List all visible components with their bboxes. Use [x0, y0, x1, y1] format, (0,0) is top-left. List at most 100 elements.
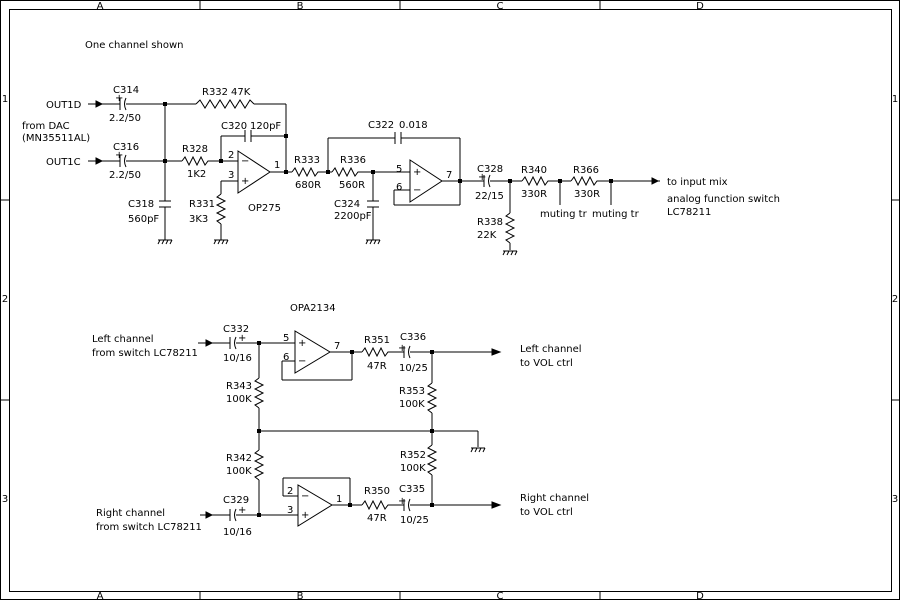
right-in-label-2: from switch LC78211 — [96, 522, 202, 533]
row-label-3-left: 3 — [2, 494, 8, 505]
from-dac-label: from DAC — [22, 121, 70, 132]
r336-value: 560R — [339, 180, 365, 191]
col-label-b-top: B — [297, 1, 304, 12]
c332-plus: + — [238, 333, 246, 344]
c328-value: 22/15 — [475, 191, 504, 202]
opa2134-ref: OPA2134 — [290, 303, 336, 314]
opL-plus: + — [298, 338, 306, 349]
c318-ref: C318 — [128, 199, 154, 210]
capacitor-c336 — [403, 345, 411, 359]
to-input-mix-label: to input mix — [667, 177, 728, 188]
col-label-b-bottom: B — [297, 591, 304, 600]
row-label-2-right: 2 — [892, 294, 898, 305]
r338-value: 22K — [477, 230, 497, 241]
col-label-d-bottom: D — [696, 591, 704, 600]
resistor-r333 — [291, 166, 320, 178]
junction-dot — [430, 503, 434, 507]
junction-dot — [371, 170, 375, 174]
resistor-r353 — [426, 382, 438, 414]
resistor-r343 — [253, 377, 265, 409]
ground-c318 — [157, 239, 173, 245]
row-label-2-left: 2 — [2, 294, 8, 305]
opR-minus: − — [301, 491, 309, 502]
ground-r331 — [213, 239, 229, 245]
c335-plus: + — [398, 496, 406, 507]
r343-value: 100K — [226, 394, 252, 405]
resistor-r332 — [195, 99, 255, 109]
junction-dot — [163, 159, 167, 163]
c328-plus: + — [478, 172, 486, 183]
c335-value: 10/25 — [400, 515, 429, 526]
r352-value: 100K — [400, 463, 426, 474]
col-label-d-top: D — [696, 1, 704, 12]
op2-minus: − — [413, 185, 421, 196]
c320-ref: C320 — [221, 121, 247, 132]
opR-pin-noninv: 3 — [287, 505, 293, 516]
c329-plus: + — [238, 505, 246, 516]
opL-pin-out: 7 — [334, 341, 340, 352]
opL-pin-inv: 6 — [283, 352, 289, 363]
resistor-r350 — [361, 499, 390, 511]
r333-value: 680R — [295, 180, 321, 191]
row-label-1-left: 1 — [2, 94, 8, 105]
junction-dot — [257, 429, 261, 433]
r340-value: 330R — [521, 189, 547, 200]
r332-ref: R332 — [202, 87, 228, 98]
row-label-3-right: 3 — [892, 494, 898, 505]
dac-part-label: (MN35511AL) — [22, 133, 90, 144]
c316-value: 2.2/50 — [109, 170, 141, 181]
op275-minus: − — [241, 156, 249, 167]
header-note: One channel shown — [85, 40, 183, 51]
junction-dot — [558, 179, 562, 183]
capacitor-c328 — [483, 174, 491, 188]
upper-wiring — [88, 100, 660, 250]
ground-mid-rail — [470, 447, 486, 453]
capacitor-c318 — [159, 200, 171, 208]
capacitor-c324 — [367, 200, 379, 208]
r336-ref: R336 — [340, 155, 366, 166]
op2-plus: + — [413, 167, 421, 178]
r328-ref: R328 — [182, 144, 208, 155]
junction-dot — [326, 170, 330, 174]
junction-dot — [284, 134, 288, 138]
opamp-opa2134-right — [297, 484, 333, 527]
junction-dot — [257, 513, 261, 517]
junction-dot — [284, 170, 288, 174]
ground-r338 — [502, 250, 518, 256]
right-in-label-1: Right channel — [96, 508, 165, 519]
op275-pin-out: 1 — [274, 160, 280, 171]
c322-ref: C322 — [368, 120, 394, 131]
resistor-r328 — [181, 155, 210, 167]
opamp-op275 — [237, 150, 271, 194]
c329-value: 10/16 — [223, 527, 252, 538]
left-in-label-2: from switch LC78211 — [92, 348, 198, 359]
left-out-label-1: Left channel — [520, 344, 582, 355]
junction-dot — [430, 429, 434, 433]
analog-switch-label: analog function switch — [667, 194, 780, 205]
opL-pin-noninv: 5 — [283, 333, 289, 344]
muting-tr-label-1: muting tr — [540, 209, 588, 220]
resistor-r351 — [361, 346, 390, 358]
opamp-second-stage — [409, 159, 443, 203]
c314-plus: + — [115, 93, 123, 104]
col-label-c-bottom: C — [497, 591, 504, 600]
op2-pin-noninv: 5 — [396, 164, 402, 175]
junction-dot — [219, 159, 223, 163]
capacitor-c322 — [394, 132, 402, 144]
c336-value: 10/25 — [399, 363, 428, 374]
capacitor-c332 — [229, 336, 237, 350]
junction-dot — [348, 503, 352, 507]
r340-ref: R340 — [521, 165, 547, 176]
r350-ref: R350 — [364, 486, 390, 497]
c314-value: 2.2/50 — [109, 113, 141, 124]
ground-c324 — [365, 239, 381, 245]
right-out-label-1: Right channel — [520, 493, 589, 504]
c316-ref: C316 — [113, 142, 139, 153]
junction-dot — [163, 102, 167, 106]
c318-value: 560pF — [128, 214, 159, 225]
op2-pin-out: 7 — [446, 170, 452, 181]
resistor-r342 — [253, 449, 265, 481]
right-out-label-2: to VOL ctrl — [520, 507, 573, 518]
opL-minus: − — [298, 356, 306, 367]
